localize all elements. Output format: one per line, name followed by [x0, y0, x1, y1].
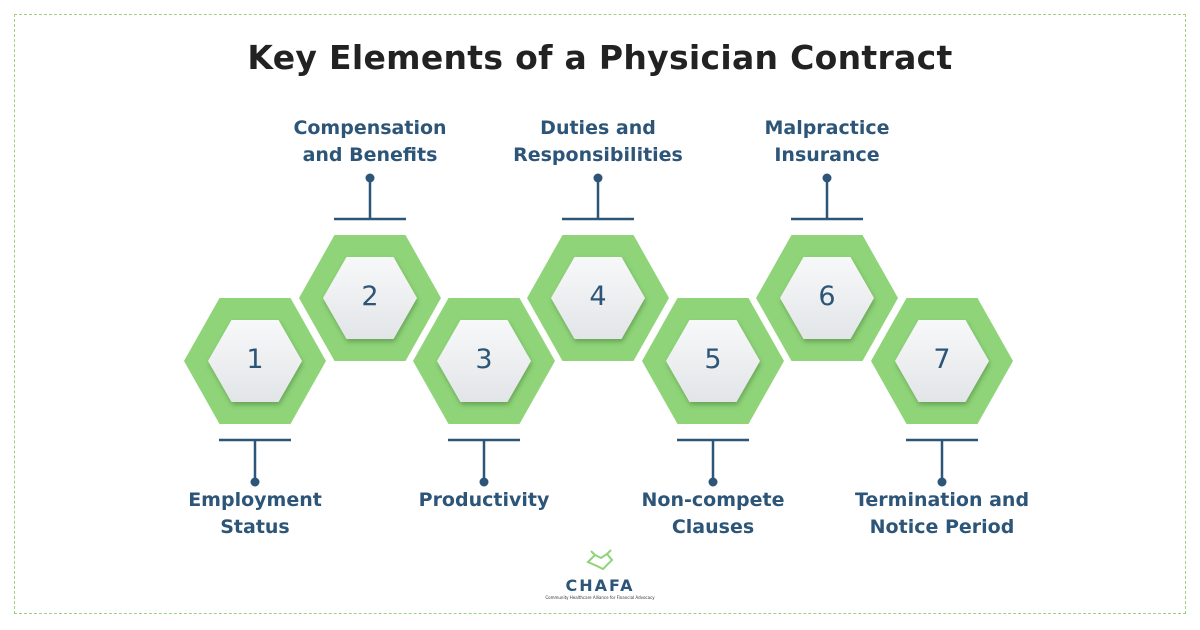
element-number: 6: [818, 281, 836, 312]
label-line: Compensation: [293, 117, 447, 139]
page-title: Key Elements of a Physician Contract: [247, 38, 953, 77]
element-number: 4: [589, 281, 607, 312]
label-line: Employment: [188, 489, 322, 511]
element-label: Compensation and Benefits: [260, 115, 480, 169]
label-line: Non-compete: [641, 489, 785, 511]
label-line: Productivity: [418, 489, 550, 511]
label-line: Termination and: [854, 489, 1030, 511]
hexagon-inner-5: [666, 320, 760, 402]
logo-name: CHAFA: [565, 576, 635, 595]
label-line: Notice Period: [869, 516, 1015, 538]
element-number: 7: [933, 344, 951, 375]
connector-dot: [708, 477, 718, 487]
hexagon-inner-6: [780, 257, 874, 339]
connector-dot: [937, 477, 947, 487]
element-number: 3: [475, 344, 493, 375]
hexagon-inner-3: [437, 320, 531, 402]
handshake-icon: [586, 549, 614, 571]
hexagon-inner-7: [895, 320, 989, 402]
hexagon-inner-1: [208, 320, 302, 402]
connector-dot: [250, 477, 260, 487]
chafa-logo: CHAFA Community Healthcare Alliance for …: [540, 548, 660, 600]
label-line: Responsibilities: [513, 144, 683, 166]
dashed-border: [14, 14, 1186, 614]
hexagon-inner-4: [551, 257, 645, 339]
element-label: Productivity: [374, 487, 594, 514]
label-line: and Benefits: [302, 144, 438, 166]
label-line: Malpractice: [764, 117, 890, 139]
connector-dot: [365, 173, 375, 183]
element-number: 1: [246, 344, 264, 375]
hexagon-inner-2: [323, 257, 417, 339]
element-number: 5: [704, 344, 722, 375]
label-line: Clauses: [671, 516, 755, 538]
connector-dot: [822, 173, 832, 183]
connector-dot: [593, 173, 603, 183]
label-line: Status: [220, 516, 290, 538]
connector-dot: [479, 477, 489, 487]
label-line: Insurance: [774, 144, 880, 166]
element-number: 2: [361, 281, 379, 312]
label-line: Duties and: [540, 117, 656, 139]
logo-tagline: Community Healthcare Alliance for Financ…: [545, 595, 655, 600]
